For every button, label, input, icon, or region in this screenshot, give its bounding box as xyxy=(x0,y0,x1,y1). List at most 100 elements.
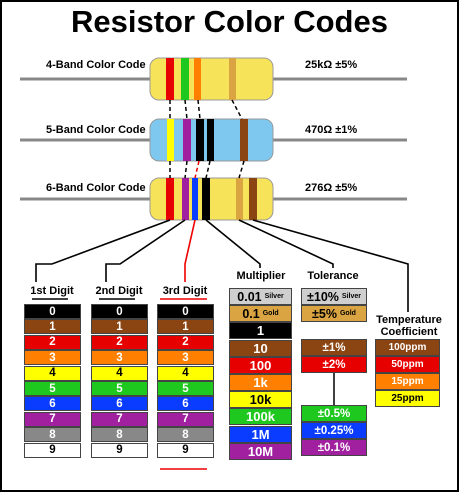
tolerance-value: ±5% xyxy=(312,306,337,321)
connector-b2 xyxy=(184,160,188,179)
tolerance-cell: ±5%Gold xyxy=(301,305,367,322)
digit-cell: 8 xyxy=(24,427,81,443)
multiplier-cell: 1k xyxy=(229,374,292,391)
resistor-4band-band-2 xyxy=(194,58,201,100)
resistor-5band-band-3 xyxy=(207,119,214,161)
digit-cell: 6 xyxy=(24,396,81,412)
leader-third-digit xyxy=(184,219,196,282)
resistor-4band-band-0 xyxy=(166,58,174,100)
third-digit-heading: 3rd Digit xyxy=(162,285,208,297)
resistor-5band-band-0 xyxy=(167,119,174,161)
page-title: Resistor Color Codes xyxy=(71,4,388,39)
digit-cell: 2 xyxy=(24,334,81,350)
multiplier-cell: 10 xyxy=(229,339,292,357)
resistor-4band-band-3 xyxy=(229,58,236,100)
resistor-4band-band-1 xyxy=(181,58,189,100)
multiplier-suffix: Gold xyxy=(262,310,279,318)
multiplier-cell: 10M xyxy=(229,442,292,460)
resistor-value-6band: 276Ω ±5% xyxy=(305,182,358,194)
resistor-label-6band: 6-Band Color Code xyxy=(46,182,146,194)
digit-cell: 9 xyxy=(91,442,148,458)
tolerance-value: ±2% xyxy=(322,358,346,371)
digit-cell: 1 xyxy=(91,319,148,335)
multiplier-value: 10k xyxy=(249,392,272,408)
resistor-4band-body xyxy=(149,57,274,101)
digit-cell: 2 xyxy=(157,334,214,350)
first-digit-heading: 1st Digit xyxy=(30,285,74,297)
multiplier-suffix: Silver xyxy=(264,293,284,300)
multiplier-value: 10M xyxy=(247,443,274,459)
tolerance-suffix: Silver xyxy=(341,293,361,300)
tolerance-suffix: Gold xyxy=(339,310,356,317)
digit-cell: 6 xyxy=(157,396,214,412)
tolerance-value: ±0.25% xyxy=(314,424,354,437)
resistor-6band-band-2 xyxy=(192,178,198,220)
temperature-heading: Temperature Coefficient xyxy=(371,314,447,338)
connector-a2 xyxy=(184,99,188,120)
leader-second-digit xyxy=(105,219,186,282)
resistor-5band-band-1 xyxy=(183,119,191,161)
multiplier-value: 1 xyxy=(256,323,265,339)
digit-cell: 0 xyxy=(24,304,81,319)
tolerance-cell: ±10%Silver xyxy=(301,288,367,305)
tolerance-value: ±0.1% xyxy=(317,441,351,454)
digit-cell: 7 xyxy=(24,411,81,427)
leader-first-digit xyxy=(35,219,171,282)
temperature-cell: 100ppm xyxy=(375,339,440,356)
resistor-value-5band: 470Ω ±1% xyxy=(305,124,358,136)
digit-cell: 2 xyxy=(91,334,148,350)
resistor-6band-band-5 xyxy=(249,178,257,220)
digit-cell: 0 xyxy=(91,304,148,319)
connector-b3 xyxy=(194,160,200,179)
connector-b5 xyxy=(238,160,245,179)
multiplier-value: 1k xyxy=(253,375,268,390)
tolerance-value: ±0.5% xyxy=(317,407,351,420)
second-digit-heading: 2nd Digit xyxy=(95,285,143,297)
digit-cell: 1 xyxy=(24,319,81,335)
multiplier-heading: Multiplier xyxy=(236,270,286,282)
digit-cell: 5 xyxy=(91,381,148,396)
tolerance-value: ±10% xyxy=(307,289,339,304)
temperature-cell: 50ppm xyxy=(375,356,440,373)
temperature-cell: 15ppm xyxy=(375,373,440,390)
digit-cell: 5 xyxy=(157,381,214,396)
multiplier-value: 0.01 xyxy=(237,289,262,304)
digit-cell: 3 xyxy=(24,350,81,366)
tolerance-cell: ±1% xyxy=(301,339,367,356)
resistor-6band-band-1 xyxy=(182,178,189,220)
leader-multiplier xyxy=(205,219,261,268)
digit-cell: 1 xyxy=(157,319,214,335)
digit-cell: 4 xyxy=(157,365,214,381)
digit-cell: 9 xyxy=(157,442,214,458)
resistor-label-4band: 4-Band Color Code xyxy=(46,59,146,71)
resistor-5band-band-4 xyxy=(240,119,248,161)
connector-a3 xyxy=(197,99,201,120)
tolerance-cell: ±0.25% xyxy=(301,422,367,439)
multiplier-value: 10 xyxy=(253,340,268,356)
resistor-label-5band: 5-Band Color Code xyxy=(46,124,146,136)
leader-tolerance xyxy=(238,219,334,268)
digit-cell: 3 xyxy=(91,350,148,366)
multiplier-cell: 100k xyxy=(229,408,292,426)
multiplier-cell: 10k xyxy=(229,391,292,409)
digit-cell: 8 xyxy=(91,427,148,443)
connector-a4 xyxy=(231,99,243,120)
temperature-heading-line1: Temperature xyxy=(376,314,442,326)
digit-cell: 4 xyxy=(24,365,81,381)
tolerance-cell: ±0.1% xyxy=(301,439,367,456)
digit-cell: 5 xyxy=(24,381,81,396)
temperature-heading-line2: Coefficient xyxy=(380,326,438,338)
tolerance-value: ±1% xyxy=(322,341,346,354)
tolerance-cell: ±0.5% xyxy=(301,405,367,422)
digit-cell: 6 xyxy=(91,396,148,412)
digit-cell: 7 xyxy=(91,411,148,427)
resistor-6band-band-0 xyxy=(166,178,174,220)
resistor-5band-band-2 xyxy=(196,119,204,161)
digit-cell: 7 xyxy=(157,411,214,427)
digit-cell: 9 xyxy=(24,442,81,458)
multiplier-cell: 100 xyxy=(229,356,292,374)
